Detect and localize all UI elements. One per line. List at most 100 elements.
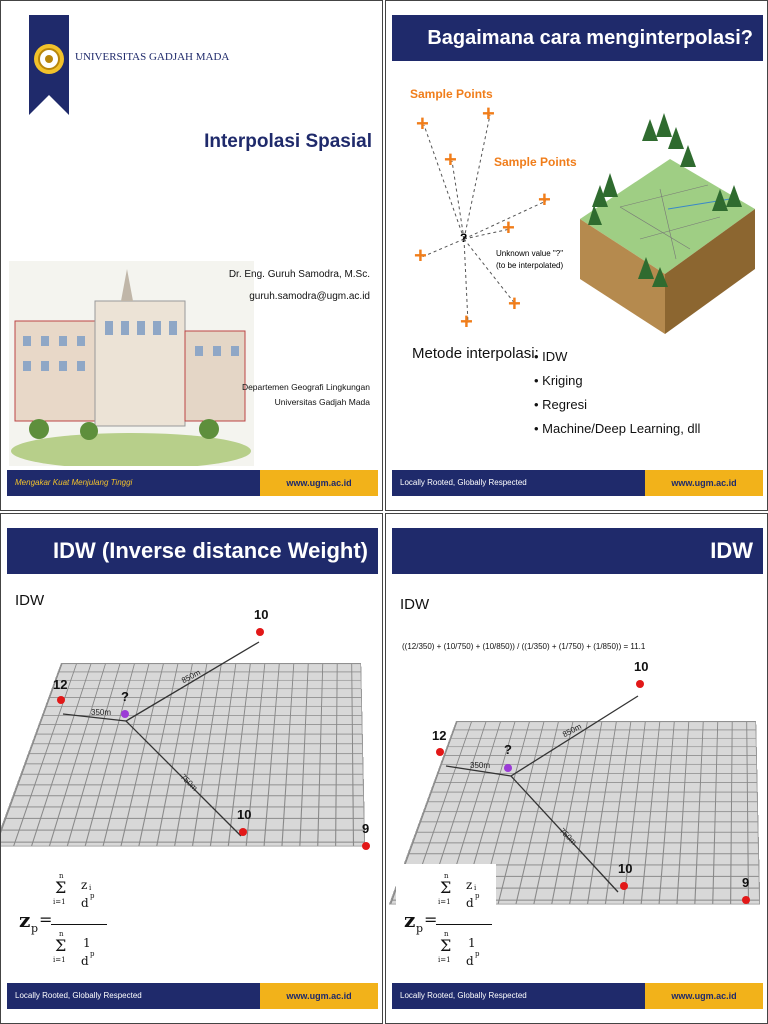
point-value-label: 9 [362, 821, 370, 836]
university-name-footer: Universitas Gadjah Mada [274, 397, 370, 407]
point-value-label: 12 [432, 728, 447, 743]
point-value-label: ? [504, 742, 512, 757]
point-value-label: 9 [742, 875, 750, 890]
point-value-label: ? [121, 689, 129, 704]
methods-label: Metode interpolasi: [412, 345, 539, 362]
formula-sup: p [90, 950, 95, 958]
unknown-value-note: (to be interpolated) [496, 261, 564, 270]
formula-i1: i=1 [438, 956, 451, 964]
sample-point-marker: + [538, 187, 551, 212]
slide-subtitle: IDW [400, 596, 430, 613]
data-point-pin [636, 680, 644, 688]
presentation-title: Interpolasi Spasial [204, 131, 372, 152]
unknown-point-pin [504, 764, 512, 772]
formula-i: i [474, 884, 477, 892]
sample-point-marker: + [414, 243, 427, 268]
point-value-label: 10 [254, 607, 269, 622]
formula-sup: p [475, 950, 480, 958]
footer-tagline: Locally Rooted, Globally Respected [392, 470, 645, 496]
distance-label: 350m [91, 708, 112, 717]
sample-point-marker: + [508, 291, 521, 316]
data-point-pin [362, 842, 370, 850]
slide-footer: Locally Rooted, Globally Respected www.u… [392, 470, 763, 496]
department-name: Departemen Geografi Lingkungan [241, 382, 370, 392]
slide-title: Bagaimana cara menginterpolasi? [392, 15, 763, 61]
footer-tagline: Locally Rooted, Globally Respected [7, 983, 260, 1009]
slide-title: IDW (Inverse distance Weight) [7, 528, 378, 574]
formula-i1: i=1 [53, 956, 66, 964]
fraction-bar [51, 924, 107, 925]
method-item: Machine/Deep Learning, dll [534, 421, 700, 436]
slide-title: UNIVERSITAS GADJAH MADA Interpolasi Spas… [0, 0, 383, 511]
formula-n: n [444, 872, 449, 880]
formula-n: n [444, 930, 449, 938]
data-point-pin [256, 628, 264, 636]
footer-url: www.ugm.ac.id [260, 470, 378, 496]
point-value-label: 10 [237, 807, 252, 822]
formula-di: d [466, 896, 474, 910]
campus-illustration [9, 261, 254, 469]
formula-one: 1 [468, 936, 476, 950]
sample-point-marker: + [460, 309, 473, 334]
sample-points-label: Sample Points [410, 87, 493, 101]
author-name: Dr. Eng. Guruh Samodra, M.Sc. [228, 269, 370, 280]
formula-sum: Σ [440, 936, 452, 955]
formula-i1: i=1 [438, 898, 451, 906]
data-point-pin [239, 828, 247, 836]
slide-subtitle: IDW [15, 592, 45, 609]
ugm-logo-icon [29, 15, 69, 115]
idw-calculation: ((12/350) + (10/750) + (10/850)) / ((1/3… [402, 642, 646, 651]
methods-list: IDW Kriging Regresi Machine/Deep Learnin… [534, 349, 700, 445]
idw-formula: z p = n Σ i=1 z i d p n Σ i=1 1 d p [11, 864, 111, 984]
idw-vectors [445, 695, 639, 893]
formula-equals: = [39, 910, 53, 929]
sample-point-marker: + [444, 147, 457, 172]
idw-formula: z p = n Σ i=1 z i d p n Σ i=1 1 d p [396, 864, 496, 984]
footer-tagline: Locally Rooted, Globally Respected [392, 983, 645, 1009]
data-point-pin [742, 896, 750, 904]
point-value-label: 10 [618, 861, 633, 876]
ugm-emblem-banner [29, 15, 69, 115]
slide-footer: Locally Rooted, Globally Respected www.u… [392, 983, 763, 1009]
formula-equals: = [424, 910, 438, 929]
formula-di: d [81, 954, 89, 968]
idw-vectors [62, 641, 260, 837]
sample-point-marker: + [482, 101, 495, 126]
method-item: IDW [534, 349, 700, 364]
formula-p: p [31, 922, 39, 935]
formula-sup: p [90, 892, 95, 900]
distance-label: 350m [470, 761, 491, 770]
formula-zi: z [466, 878, 473, 892]
footer-url: www.ugm.ac.id [260, 983, 378, 1009]
formula-sum: Σ [55, 936, 67, 955]
formula-di: d [81, 896, 89, 910]
author-email: guruh.samodra@ugm.ac.id [249, 291, 370, 302]
unknown-value-note: Unknown value "?" [496, 249, 564, 258]
sample-points-diagram [421, 114, 547, 324]
terrain-block-illustration [580, 89, 755, 344]
formula-n: n [59, 872, 64, 880]
slide-footer: Mengakar Kuat Menjulang Tinggi www.ugm.a… [7, 470, 378, 496]
slide-idw-example: IDW IDW ((12/350) + (10/750) + (10/850))… [385, 513, 768, 1024]
sample-point-marker: + [416, 111, 429, 136]
slide-title: IDW [392, 528, 763, 574]
formula-sum: Σ [440, 878, 452, 897]
data-point-pin [57, 696, 65, 704]
formula-i1: i=1 [53, 898, 66, 906]
formula-p: p [416, 922, 424, 935]
formula-one: 1 [83, 936, 91, 950]
unknown-point-pin [121, 710, 129, 718]
formula-z: z [404, 908, 416, 932]
footer-url: www.ugm.ac.id [645, 983, 763, 1009]
formula-n: n [59, 930, 64, 938]
sample-point-marker: + [502, 215, 515, 240]
method-item: Regresi [534, 397, 700, 412]
method-item: Kriging [534, 373, 700, 388]
point-value-label: 12 [53, 677, 68, 692]
point-value-label: 10 [634, 659, 649, 674]
formula-sum: Σ [55, 878, 67, 897]
university-name: UNIVERSITAS GADJAH MADA [75, 51, 230, 63]
formula-sup: p [475, 892, 480, 900]
formula-z: z [19, 908, 31, 932]
formula-i: i [89, 884, 92, 892]
